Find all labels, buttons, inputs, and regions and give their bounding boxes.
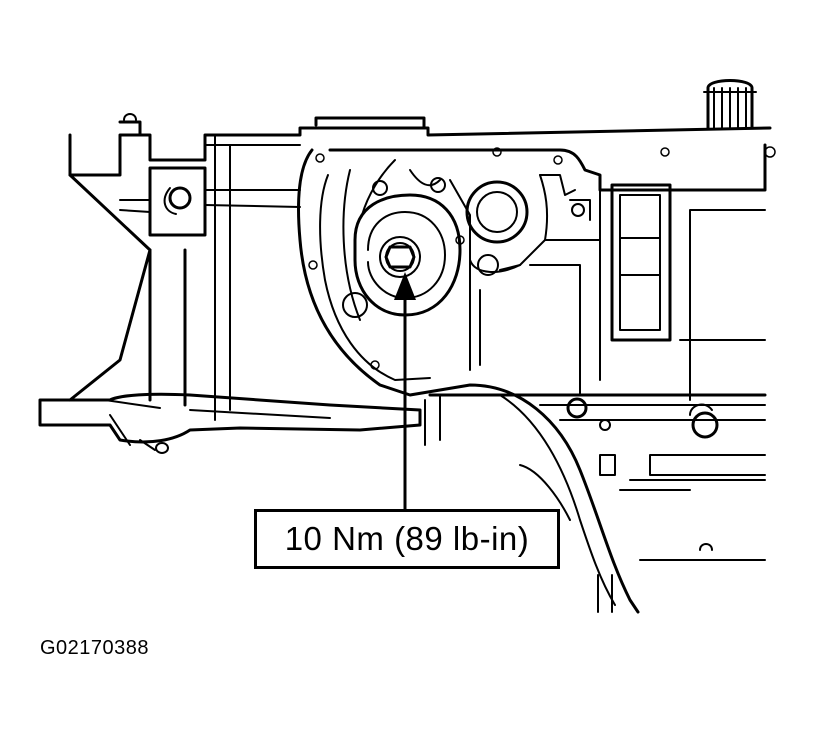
pump-seal-assembly <box>342 193 499 318</box>
upper-frame-outline <box>68 113 772 421</box>
lower-arm <box>38 392 422 454</box>
torque-spec-label: 10 Nm (89 lb-in) <box>284 520 530 557</box>
lower-rails <box>424 393 767 613</box>
figure-id-label: G02170388 <box>40 637 150 659</box>
callout-leader-arrow <box>394 272 416 509</box>
right-panel <box>599 183 766 401</box>
splined-shaft <box>703 79 757 130</box>
cover-plate <box>297 143 776 614</box>
port-boss <box>465 180 529 273</box>
left-mounting-bracket <box>68 166 301 407</box>
torque-callout: 10 Nm (89 lb-in) <box>254 509 560 569</box>
